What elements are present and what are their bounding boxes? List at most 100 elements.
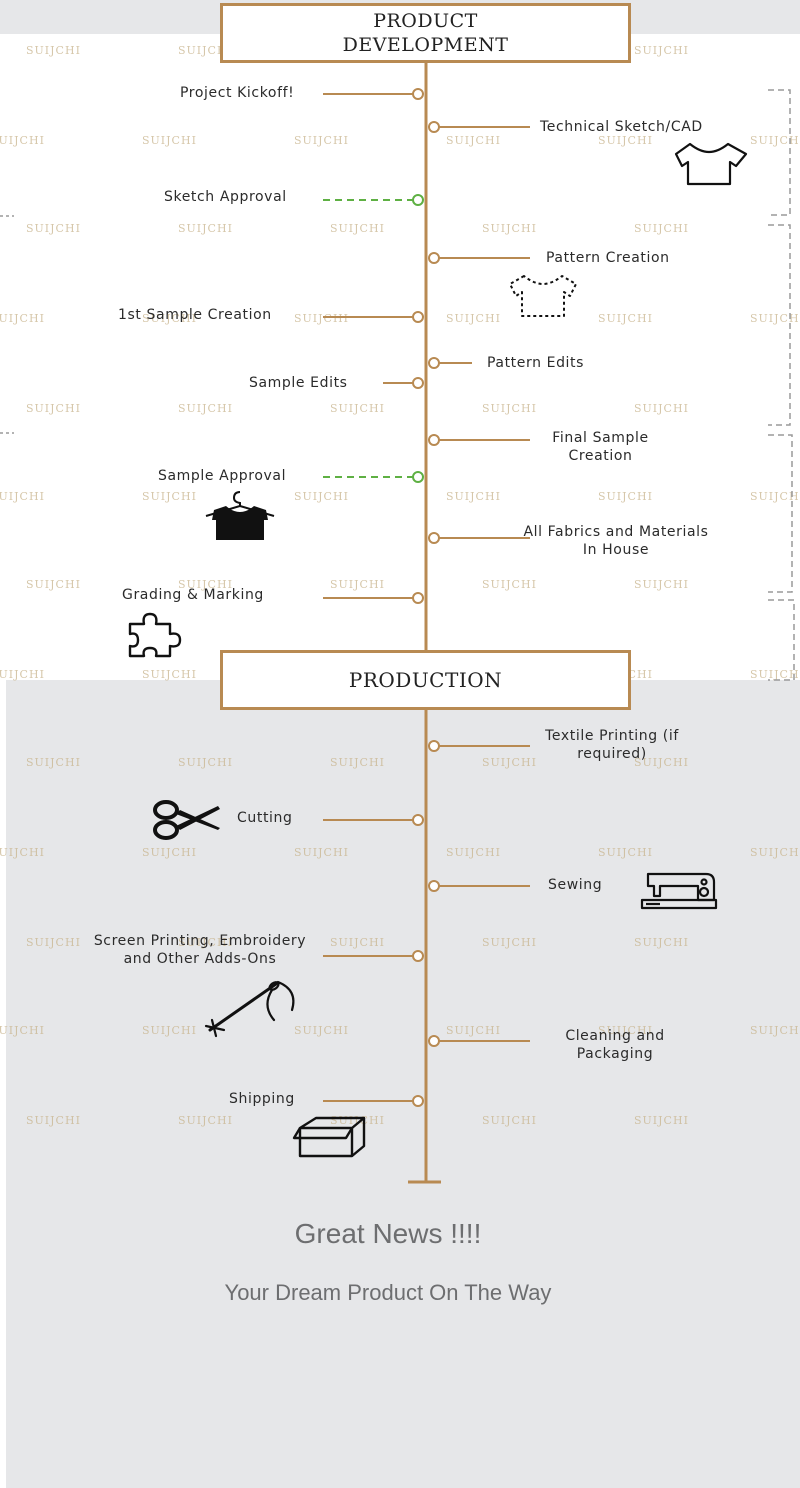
step-label: Pattern Edits: [487, 355, 585, 371]
footer-subtitle: Your Dream Product On The Way: [224, 1280, 552, 1305]
watermark: SUIJCHI: [178, 936, 233, 949]
watermark: SUIJCHI: [482, 936, 537, 949]
watermark: SUIJCHI: [294, 134, 349, 147]
step-label: All Fabrics and Materials In House: [523, 524, 709, 558]
watermark: SUIJCHI: [330, 756, 385, 769]
watermark: SUIJCHI: [446, 846, 501, 859]
box-icon: [292, 1116, 366, 1158]
watermark: SUIJCHI: [142, 846, 197, 859]
watermark: SUIJCHI: [26, 222, 81, 235]
production-header-text: PRODUCTION: [348, 668, 503, 692]
step-node: [412, 814, 424, 826]
watermark: SUIJCHI: [482, 578, 537, 591]
watermark: SUIJCHI: [178, 222, 233, 235]
watermark: SUIJCHI: [26, 578, 81, 591]
step-node: [428, 532, 440, 544]
watermark: SUIJCHI: [142, 668, 197, 681]
watermark: SUIJCHI: [598, 846, 653, 859]
watermark: SUIJCHI: [598, 490, 653, 503]
scissors-icon: [153, 800, 220, 840]
step-label: Sample Edits: [249, 375, 348, 391]
step-label: Final Sample Creation: [552, 430, 649, 464]
watermark: SUIJCHI: [142, 1024, 197, 1037]
watermark: SUIJCHI: [142, 312, 197, 325]
step-node: [412, 377, 424, 389]
watermark: SUIJCHI: [634, 44, 689, 57]
tshirt-icon: [674, 142, 748, 186]
step-node: [412, 88, 424, 100]
watermark: SUIJCHI: [26, 1114, 81, 1127]
watermark: SUIJCHI: [142, 134, 197, 147]
watermark: SUIJCHI: [634, 402, 689, 415]
tshirt-pattern-icon: [509, 275, 577, 317]
step-node: [412, 311, 424, 323]
watermark: SUIJCHI: [178, 578, 233, 591]
watermark: SUIJCHI: [598, 1024, 653, 1037]
watermark: SUIJCHI: [330, 402, 385, 415]
step-label: 1st Sample Creation: [118, 307, 272, 323]
step-label: Screen Printing, Embroidery and Other Ad…: [93, 933, 307, 967]
watermark: SUIJCHI: [482, 222, 537, 235]
watermark: SUIJCHI: [0, 490, 45, 503]
watermark: SUIJCHI: [178, 44, 233, 57]
step-label: Sketch Approval: [164, 189, 287, 205]
step-node: [412, 592, 424, 604]
step-label: Sewing: [548, 877, 603, 893]
development-background: [6, 34, 800, 680]
step-label: Grading & Marking: [122, 587, 264, 603]
watermark: SUIJCHI: [330, 936, 385, 949]
phase-bracket-4: [768, 599, 795, 681]
watermark: SUIJCHI: [0, 668, 45, 681]
watermark: SUIJCHI: [750, 134, 800, 147]
watermark: SUIJCHI: [750, 1024, 800, 1037]
header-line-1: PRODUCT: [373, 10, 478, 32]
garment-on-hanger-icon: [205, 491, 275, 540]
watermark: SUIJCHI: [294, 490, 349, 503]
step-label: Cleaning and Packaging: [565, 1028, 665, 1062]
watermark: SUIJCHI: [26, 936, 81, 949]
step-node: [412, 194, 424, 206]
watermark: SUIJCHI: [446, 490, 501, 503]
watermark: SUIJCHI: [482, 1114, 537, 1127]
step-node: [412, 471, 424, 483]
watermark: SUIJCHI: [26, 756, 81, 769]
phase-bracket-1: [768, 89, 791, 216]
step-node: [428, 740, 440, 752]
watermark: SUIJCHI: [0, 134, 45, 147]
watermark: SUIJCHI: [294, 312, 349, 325]
watermark: SUIJCHI: [598, 134, 653, 147]
step-node: [428, 252, 440, 264]
watermark: SUIJCHI: [294, 846, 349, 859]
step-label: Pattern Creation: [546, 250, 670, 266]
step-node: [428, 434, 440, 446]
phase-bracket-2: [768, 224, 791, 426]
watermark: SUIJCHI: [178, 402, 233, 415]
watermark: SUIJCHI: [750, 490, 800, 503]
production-header: PRODUCTION: [220, 650, 631, 710]
watermark: SUIJCHI: [634, 756, 689, 769]
step-label: Cutting: [237, 810, 293, 826]
watermark: SUIJCHI: [26, 44, 81, 57]
step-label: Technical Sketch/CAD: [540, 119, 703, 135]
step-node: [428, 1035, 440, 1047]
production-background: [6, 680, 800, 1488]
watermark: SUIJCHI: [294, 1024, 349, 1037]
watermark: SUIJCHI: [634, 578, 689, 591]
step-node: [428, 880, 440, 892]
footer-title: Great News !!!!: [294, 1218, 482, 1249]
phase-bracket-3: [768, 434, 793, 593]
watermark: SUIJCHI: [634, 936, 689, 949]
watermark: SUIJCHI: [178, 756, 233, 769]
header-line-2: DEVELOPMENT: [342, 34, 509, 56]
step-label: Project Kickoff!: [180, 85, 295, 101]
watermark: SUIJCHI: [598, 312, 653, 325]
watermark: SUIJCHI: [330, 222, 385, 235]
watermark: SUIJCHI: [750, 846, 800, 859]
watermark: SUIJCHI: [178, 1114, 233, 1127]
step-node: [412, 1095, 424, 1107]
step-label: Shipping: [229, 1091, 295, 1107]
watermark: SUIJCHI: [446, 134, 501, 147]
step-node: [428, 121, 440, 133]
